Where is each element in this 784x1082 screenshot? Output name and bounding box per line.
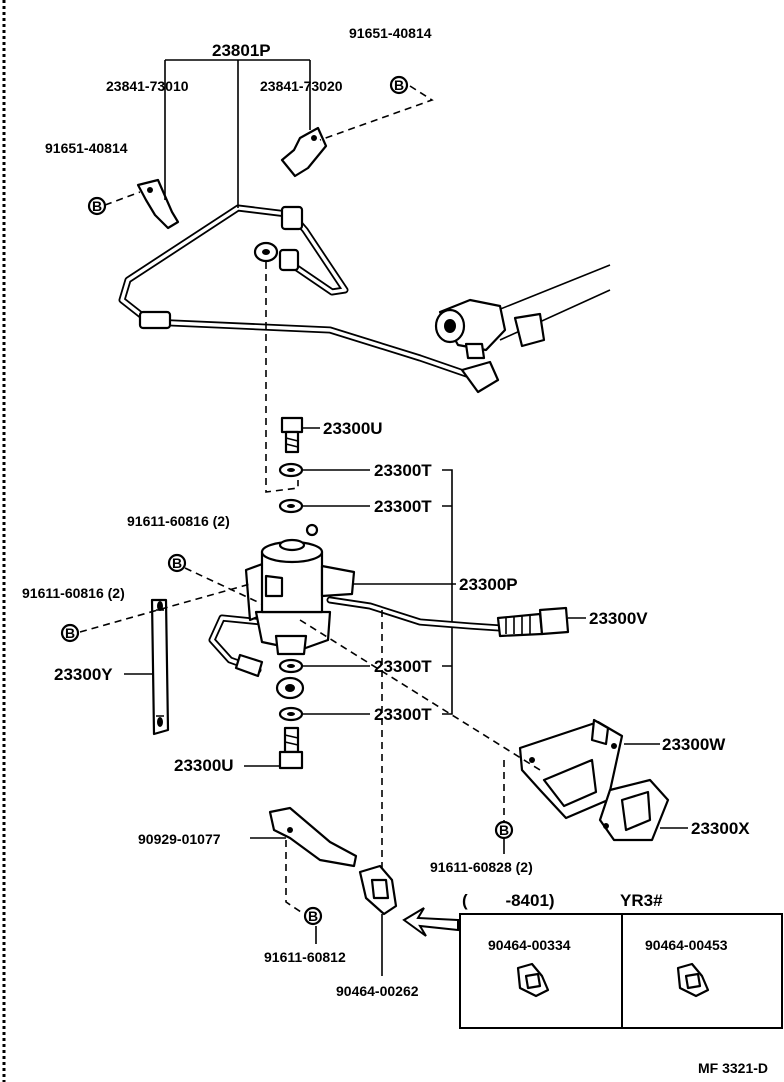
label-23841-73010: 23841-73010 bbox=[106, 78, 189, 94]
figure-code: MF 3321-D bbox=[698, 1060, 768, 1076]
gasket-2 bbox=[278, 498, 304, 514]
label-91611-60828: 91611-60828 (2) bbox=[430, 859, 533, 875]
svg-text:B: B bbox=[92, 198, 102, 214]
gasket-4 bbox=[278, 706, 304, 722]
label-23300W: 23300W bbox=[662, 735, 726, 754]
pump-bracket-23300W bbox=[518, 718, 624, 820]
bracket-23300Y bbox=[150, 598, 170, 736]
label-23300V: 23300V bbox=[589, 609, 648, 628]
svg-text:B: B bbox=[65, 625, 75, 641]
dash-bracket-bolts bbox=[299, 619, 541, 822]
bracket-23300T bbox=[442, 469, 453, 715]
gasket-23300X bbox=[598, 778, 670, 842]
svg-text:B: B bbox=[394, 77, 404, 93]
fuel-pipe-assembly bbox=[118, 204, 500, 394]
label-90929-01077: 90929-01077 bbox=[138, 831, 221, 847]
label-91611-60812: 91611-60812 bbox=[264, 949, 346, 965]
pipe-clamp-73010 bbox=[136, 178, 180, 230]
label-23300T-4: 23300T bbox=[374, 705, 432, 724]
inset-left-header: ( -8401) bbox=[462, 891, 555, 910]
bolt-marker-icon: B bbox=[389, 75, 409, 95]
label-23300T-3: 23300T bbox=[374, 657, 432, 676]
leader-lower bbox=[315, 914, 383, 976]
bolt-marker-icon: B bbox=[60, 623, 80, 643]
inset-right-header: YR3# bbox=[620, 891, 663, 910]
label-91651-left: 91651-40814 bbox=[45, 140, 128, 156]
fuel-rail bbox=[434, 264, 611, 360]
dash-91651-top bbox=[319, 85, 434, 141]
dash-pipe-to-pump bbox=[265, 262, 299, 493]
union-bolt-bottom bbox=[278, 726, 304, 770]
gasket-1 bbox=[278, 462, 304, 478]
dash-91611-b bbox=[79, 583, 251, 633]
label-23801P: 23801P bbox=[212, 41, 271, 60]
pump-harness-23300V bbox=[326, 596, 570, 638]
dash-91651-left bbox=[104, 191, 141, 206]
bolt-marker-icon: B bbox=[494, 820, 514, 840]
label-23300X: 23300X bbox=[691, 819, 750, 838]
bolt-marker-icon: B bbox=[167, 553, 187, 573]
union-bolt-top bbox=[280, 416, 304, 454]
label-91651-top: 91651-40814 bbox=[349, 25, 432, 41]
dash-91611-60812 bbox=[285, 840, 305, 915]
label-23300P: 23300P bbox=[459, 575, 518, 594]
bolt-marker-icon: B bbox=[303, 906, 323, 926]
dash-91611-a bbox=[184, 567, 263, 605]
label-23300T-1: 23300T bbox=[374, 461, 432, 480]
leader-23801P bbox=[164, 59, 311, 208]
inset-left-part-label: 90464-00334 bbox=[488, 937, 571, 953]
label-23300U-top: 23300U bbox=[323, 419, 383, 438]
inset-right-part-label: 90464-00453 bbox=[645, 937, 728, 953]
gasket-3 bbox=[278, 658, 304, 674]
label-23300U-bottom: 23300U bbox=[174, 756, 234, 775]
clamp-90464-00334 bbox=[516, 962, 550, 998]
pipe-clamp-73020 bbox=[280, 126, 328, 178]
leader-23300T bbox=[303, 469, 370, 715]
variant-inset: ( -8401) YR3# 90464-00334 90464-00453 bbox=[459, 891, 783, 1029]
clamp-90464-00262 bbox=[358, 864, 398, 916]
fuel-pump-23300P bbox=[208, 523, 356, 700]
bolt-marker-icon: B bbox=[87, 196, 107, 216]
label-23300T-2: 23300T bbox=[374, 497, 432, 516]
svg-text:B: B bbox=[172, 555, 182, 571]
label-23841-73020: 23841-73020 bbox=[260, 78, 343, 94]
svg-text:B: B bbox=[499, 822, 509, 838]
label-91611-60816-b: 91611-60816 (2) bbox=[22, 585, 125, 601]
clamp-90929 bbox=[268, 806, 358, 868]
label-91611-60816-a: 91611-60816 (2) bbox=[127, 513, 230, 529]
svg-text:B: B bbox=[308, 908, 318, 924]
label-90464-00262: 90464-00262 bbox=[336, 983, 419, 999]
clamp-90464-00453 bbox=[676, 962, 710, 998]
detail-arrow-icon bbox=[402, 907, 459, 937]
label-23300Y: 23300Y bbox=[54, 665, 113, 684]
